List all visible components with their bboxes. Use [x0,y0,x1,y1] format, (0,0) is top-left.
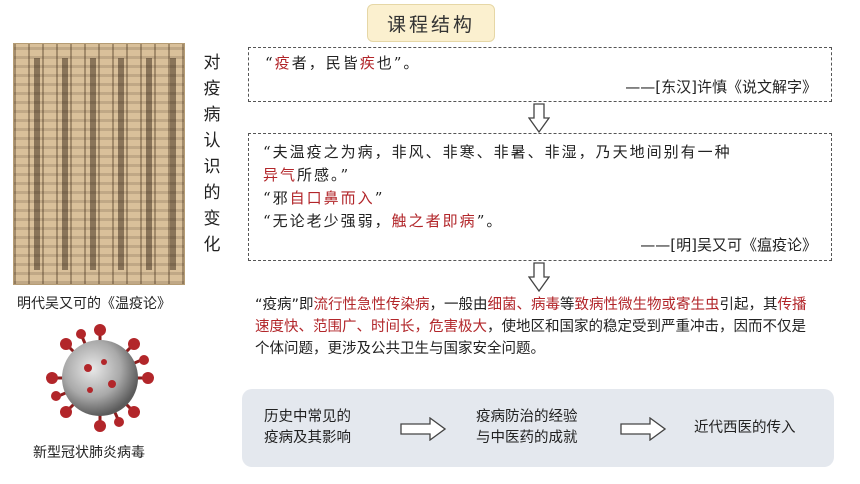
vertical-title: 对 疫 病 认 识 的 变 化 [200,50,224,258]
quote-source: ——[东汉]许慎《说文解字》 [625,78,817,96]
course-flow-panel: 历史中常见的 疫病及其影响 疫病防治的经验 与中医药的成就 近代西医的传入 [242,389,834,467]
flow-step-3: 近代西医的传入 [694,420,796,436]
quote-box-wenyilun: “夫温疫之为病，非风、非寒、非暑、非湿，乃天地间别有一种 异气所感。” “邪自口… [248,133,832,261]
vertical-char: 病 [203,105,221,125]
quote-box-shuowen: “疫者，民皆疾也”。 ——[东汉]许慎《说文解字》 [248,47,832,102]
right-arrow-icon [620,417,666,441]
vertical-char: 化 [203,235,221,255]
quote-line: “无论老少强弱，触之者即病”。 [263,212,504,230]
down-arrow-icon [528,103,550,133]
virus-caption: 新型冠状肺炎病毒 [33,445,145,461]
flow-step-2: 疫病防治的经验 与中医药的成就 [476,409,578,446]
vertical-char: 对 [203,53,221,73]
quote-line: “邪自口鼻而入” [263,189,385,207]
quote-line: 异气所感。” [263,166,351,184]
vertical-char: 识 [203,157,221,177]
quote-text: “疫者，民皆疾也”。 [265,54,421,72]
ancient-book-image [13,43,185,285]
flow-step-1: 历史中常见的 疫病及其影响 [264,409,351,446]
right-arrow-icon [400,417,446,441]
vertical-char: 认 [203,131,221,151]
coronavirus-image [46,324,154,432]
definition-paragraph: “疫病”即流行性急性传染病，一般由细菌、病毒等致病性微生物或寄生虫引起，其传播速… [255,297,807,357]
vertical-char: 疫 [203,79,221,99]
quote-line: “夫温疫之为病，非风、非寒、非暑、非湿，乃天地间别有一种 [263,143,732,161]
page-title-tab: 课程结构 [367,4,495,42]
down-arrow-icon [528,262,550,292]
book-caption: 明代吴又可的《温疫论》 [17,296,171,312]
vertical-char: 变 [203,209,221,229]
vertical-char: 的 [203,183,221,203]
quote-source: ——[明]吴又可《瘟疫论》 [640,236,817,254]
